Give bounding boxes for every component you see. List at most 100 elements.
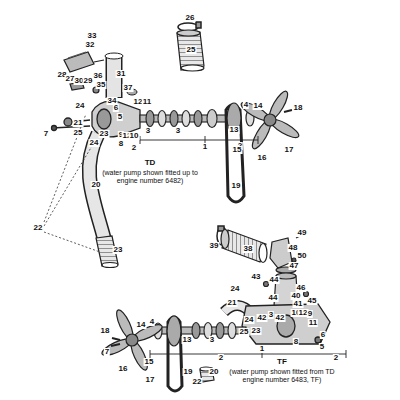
td-water-pump-body-stroke — [64, 118, 72, 126]
callout-number: 36 — [93, 72, 104, 80]
callout-number: 35 — [96, 81, 107, 89]
td-pump-shaft-stroke — [170, 111, 178, 127]
callout-number: 22 — [33, 224, 44, 232]
tf-water-pump-body-stroke — [242, 304, 330, 344]
td-pump-shaft-stroke — [182, 111, 190, 127]
tf-pump-shaft-stroke — [216, 323, 224, 339]
td-pump-shaft-stroke — [146, 111, 154, 127]
callout-number: 3 — [209, 336, 215, 344]
tf-top-hose-stroke — [222, 230, 266, 262]
td-thermostat-elbow-stroke — [105, 53, 123, 59]
callout-number: 37 — [123, 84, 134, 92]
callout-number: 40 — [291, 292, 302, 300]
caption-text: (water pump shown fitted up to engine nu… — [94, 169, 206, 185]
td-thermostat-elbow — [105, 53, 137, 98]
td-top-hose — [177, 30, 204, 71]
callout-number: 25 — [186, 46, 197, 54]
tf-pump-shaft-stroke — [228, 323, 236, 339]
callout-number: 32 — [85, 41, 96, 49]
callout-number: 48 — [288, 244, 299, 252]
td-outlet-pipe-stroke — [89, 134, 104, 238]
callout-number: 38 — [243, 245, 254, 253]
callout-number: 9 — [307, 310, 313, 318]
callout-number: 4 — [149, 318, 155, 326]
callout-number: 3 — [175, 127, 181, 135]
bracket-lines-stroke — [150, 354, 346, 355]
td-bracket-lines-stroke — [44, 114, 86, 222]
callout-number: 1 — [259, 345, 265, 353]
td-top-hose-stroke — [177, 30, 200, 36]
td-water-pump-body-stroke — [52, 126, 57, 131]
callout-number: 15 — [232, 146, 243, 154]
callout-number: 42 — [257, 314, 268, 322]
callout-number: 21 — [73, 119, 84, 127]
callout-number: 42 — [275, 314, 286, 322]
callout-number: 23 — [113, 246, 124, 254]
bracket-lines-stroke — [150, 350, 151, 358]
callout-number: 19 — [231, 182, 242, 190]
caption-heading: TF — [276, 358, 288, 366]
tf-fan-stroke — [111, 344, 120, 346]
callout-number: 20 — [209, 368, 220, 376]
td-water-pump-body-stroke — [97, 109, 111, 129]
callout-number: 6 — [113, 104, 119, 112]
td-pulley-stroke — [227, 103, 241, 133]
callout-number: 2 — [333, 354, 339, 362]
td-top-hose-stroke — [177, 32, 204, 70]
callout-number: 31 — [116, 70, 127, 78]
callout-number: 44 — [268, 294, 279, 302]
callout-number: 24 — [244, 316, 255, 324]
td-water-pump-body-stroke — [52, 126, 90, 128]
callout-number: 3 — [268, 311, 274, 319]
callout-number: 8 — [118, 140, 124, 148]
callout-number: 20 — [91, 181, 102, 189]
td-fan-stroke — [264, 114, 276, 126]
tf-fan — [100, 308, 164, 372]
callout-number: 5 — [117, 113, 123, 121]
callout-number: 14 — [253, 102, 264, 110]
tf-fan-stroke — [126, 334, 138, 346]
tf-water-pump-body — [242, 304, 330, 344]
callout-number: 18 — [100, 327, 111, 335]
callout-number: 23 — [251, 327, 262, 335]
callout-number: 24 — [230, 285, 241, 293]
bracket-lines-stroke — [140, 140, 258, 141]
callout-number: 15 — [144, 358, 155, 366]
td-thermostat-cap-stroke — [64, 52, 94, 72]
callout-number: 24 — [75, 102, 86, 110]
callout-number: 25 — [73, 129, 84, 137]
tf-thermostat-housing-stroke — [304, 292, 309, 297]
td-top-hose-stroke — [181, 65, 204, 71]
tf-top-hose-stroke — [259, 244, 267, 263]
callout-number: 4 — [243, 101, 249, 109]
callout-number: 47 — [289, 262, 300, 270]
bracket-lines-stroke — [140, 136, 141, 144]
callout-number: 16 — [118, 365, 129, 373]
tf-outlet-elbow — [270, 236, 300, 273]
td-pump-shaft — [140, 110, 232, 128]
callout-number: 7 — [104, 348, 110, 356]
td-pump-shaft-stroke — [194, 111, 202, 127]
callout-number: 23 — [99, 130, 110, 138]
td-fan — [239, 89, 301, 151]
callout-number: 33 — [87, 32, 98, 40]
tf-top-hose — [221, 230, 267, 263]
callout-number: 18 — [293, 104, 304, 112]
callout-number: 3 — [145, 127, 151, 135]
callout-number: 49 — [297, 229, 308, 237]
tf-pulley-stroke — [167, 316, 181, 346]
caption-text: (water pump shown fitted from TD engine … — [223, 368, 341, 384]
callout-number: 19 — [183, 368, 194, 376]
tf-top-hose-stroke — [221, 230, 229, 249]
td-bracket-lines-stroke — [44, 232, 100, 252]
td-hose-clip-stroke — [196, 22, 201, 28]
callout-number: 45 — [307, 297, 318, 305]
callout-number: 44 — [269, 276, 280, 284]
callout-number: 6 — [320, 331, 326, 339]
bracket-lines-stroke — [346, 350, 347, 358]
bracket-lines-stroke — [258, 136, 259, 144]
callout-number: 10 — [129, 132, 140, 140]
callout-number: 39 — [209, 242, 220, 250]
callout-number: 14 — [136, 321, 147, 329]
td-lower-hose-stroke — [102, 263, 118, 268]
